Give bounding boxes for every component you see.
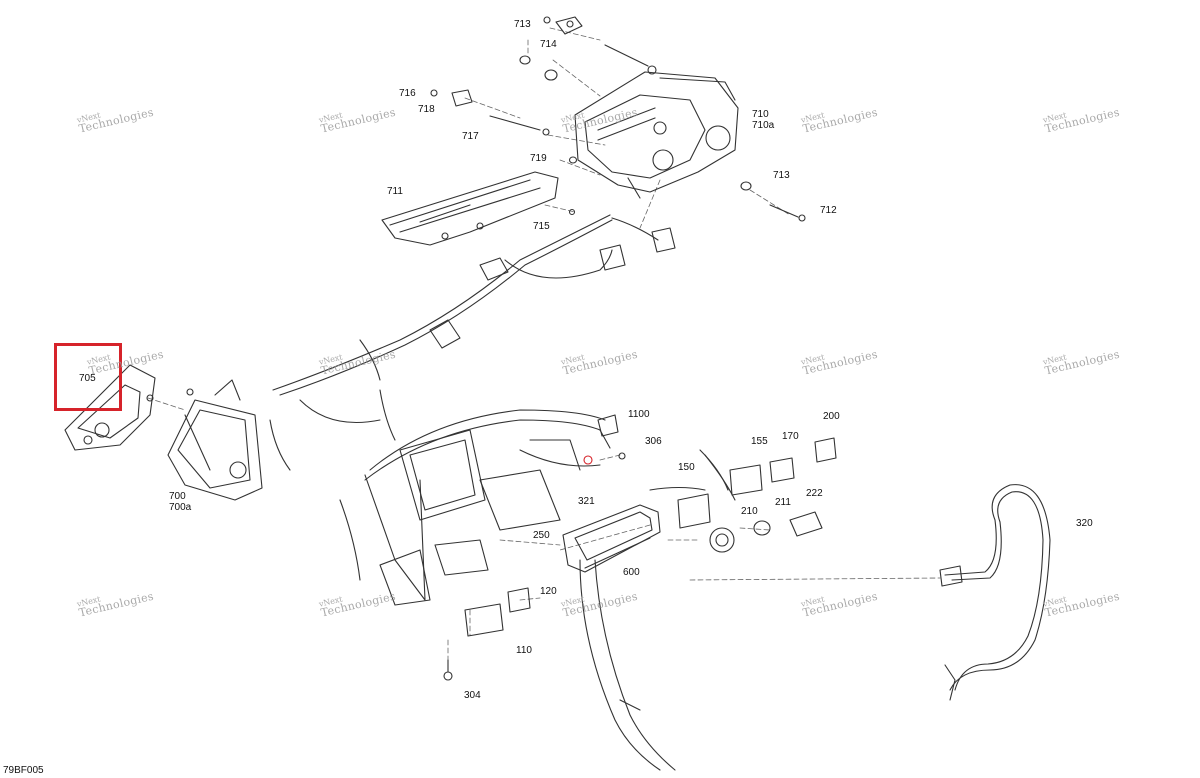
left-headlight-housing <box>167 379 263 501</box>
part-label-715: 715 <box>533 221 550 232</box>
part-label-306: 306 <box>645 436 662 447</box>
top-fasteners <box>430 16 806 222</box>
part-label-705: 705 <box>79 373 96 384</box>
center-small-parts <box>583 414 626 465</box>
part-label-713-top: 713 <box>514 19 531 30</box>
upper-wiring-harness <box>269 214 676 471</box>
central-wiring-frame <box>339 409 676 771</box>
part-label-200: 200 <box>823 411 840 422</box>
part-label-711: 711 <box>387 186 403 197</box>
part-label-1100: 1100 <box>628 409 650 420</box>
part-label-712: 712 <box>820 205 837 216</box>
part-label-719: 719 <box>530 153 547 164</box>
part-label-714: 714 <box>540 39 557 50</box>
part-label-717: 717 <box>462 131 479 142</box>
highlight-box-705 <box>54 343 122 411</box>
right-switches <box>677 437 837 553</box>
left-headlight <box>64 364 194 451</box>
lower-parts <box>443 587 531 681</box>
part-label-211: 211 <box>775 497 791 508</box>
long-harness <box>939 484 1051 701</box>
part-label-700a: 700a <box>169 502 192 513</box>
figure-code: 79BF005 <box>3 765 44 776</box>
headlight-top <box>574 71 739 199</box>
part-label-110: 110 <box>516 645 532 656</box>
part-label-304: 304 <box>464 690 481 701</box>
part-label-222: 222 <box>806 488 823 499</box>
part-label-250: 250 <box>533 530 550 541</box>
assembly-leaders <box>147 27 941 671</box>
part-label-718: 718 <box>418 104 435 115</box>
part-label-170: 170 <box>782 431 799 442</box>
part-label-321: 321 <box>578 496 595 507</box>
part-label-700: 700 <box>169 491 186 502</box>
part-label-716: 716 <box>399 88 416 99</box>
part-label-120: 120 <box>540 586 557 597</box>
gauge-cluster <box>562 486 706 573</box>
part-label-710: 710 <box>752 109 769 120</box>
part-label-150: 150 <box>678 462 695 473</box>
part-label-710a: 710a <box>752 120 775 131</box>
light-bar <box>381 171 576 246</box>
part-label-600: 600 <box>623 567 640 578</box>
part-label-155: 155 <box>751 436 768 447</box>
part-label-320: 320 <box>1076 518 1093 529</box>
part-label-713-right: 713 <box>773 170 790 181</box>
part-label-210: 210 <box>741 506 758 517</box>
